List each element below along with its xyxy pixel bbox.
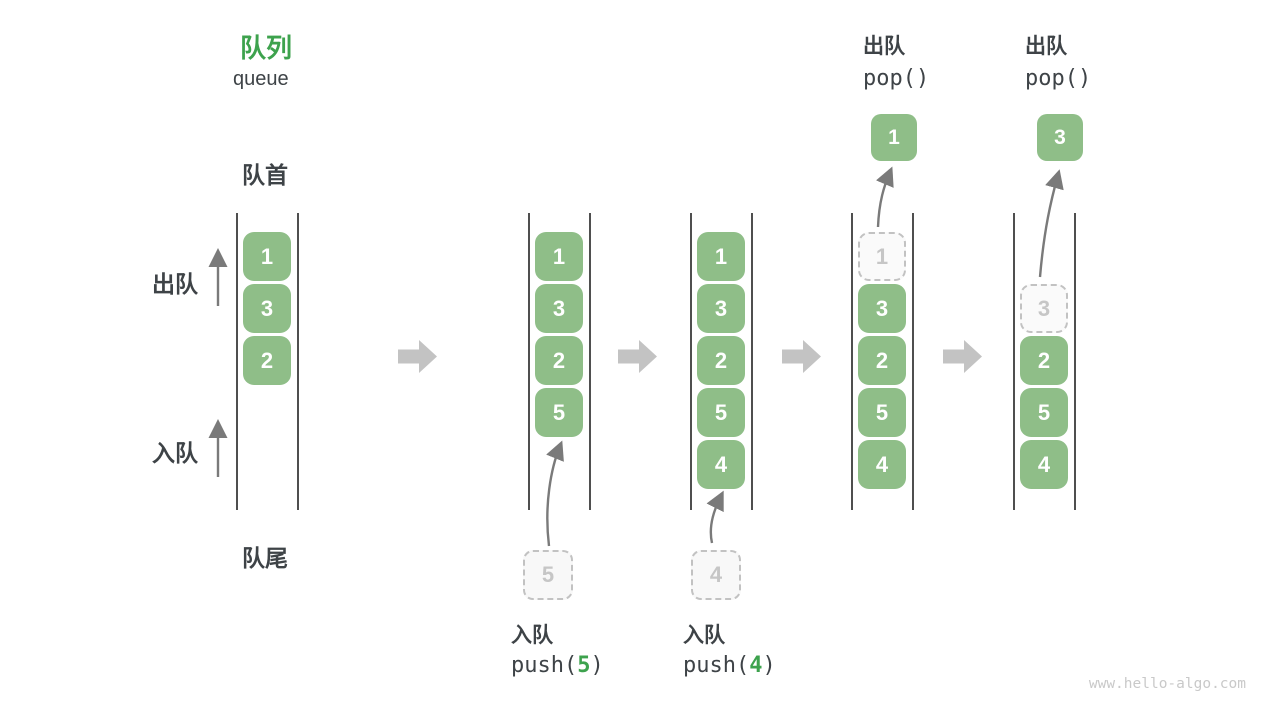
pop3-label: 出队 [1025, 35, 1067, 58]
queue-wall [236, 213, 238, 510]
label-queue-front: 队首 [242, 162, 288, 188]
queue-wall [297, 213, 299, 510]
queue-wall [912, 213, 914, 510]
right-arrow-icon [782, 340, 821, 373]
queue-item: 2 [243, 336, 291, 385]
queue-item: 1 [697, 232, 745, 281]
queue-item: 3 [858, 284, 906, 333]
pop1-code: pop() [863, 66, 930, 91]
queue-wall [851, 213, 853, 510]
queue-wall [589, 213, 591, 510]
queue-item: 4 [858, 440, 906, 489]
queue-item: 1 [243, 232, 291, 281]
queue-item: 4 [697, 440, 745, 489]
queue-wall [1074, 213, 1076, 510]
queue-item: 2 [1020, 336, 1068, 385]
push5-label: 入队 [511, 624, 553, 647]
label-dequeue-direction: 出队 [152, 271, 198, 297]
staged-item-push4: 4 [691, 550, 741, 600]
popped-item: 1 [871, 114, 917, 161]
queue-wall [528, 213, 530, 510]
queue-item: 3 [535, 284, 583, 333]
push4-code: push(4) [683, 653, 776, 678]
push4-arrow-icon [706, 490, 724, 544]
queue-item: 5 [858, 388, 906, 437]
push4-fn-open: push( [683, 653, 750, 678]
staged-item-push5: 5 [523, 550, 573, 600]
push5-arg: 5 [577, 653, 591, 678]
pop3-code: pop() [1025, 66, 1092, 91]
queue-item: 5 [1020, 388, 1068, 437]
right-arrow-icon [618, 340, 657, 373]
watermark: www.hello-algo.com [1088, 676, 1246, 692]
pop1-arrow-icon [875, 166, 894, 228]
right-arrow-icon [943, 340, 982, 373]
pop1-label: 出队 [863, 35, 905, 58]
diagram-title-zh: 队列 [240, 33, 293, 63]
queue-item: 1 [535, 232, 583, 281]
queue-item: 3 [243, 284, 291, 333]
push4-fn-close: ) [762, 653, 776, 678]
push5-code: push(5) [511, 653, 604, 678]
queue-wall [690, 213, 692, 510]
push4-arg: 4 [749, 653, 763, 678]
label-enqueue-direction: 入队 [152, 440, 198, 466]
queue-item: 5 [535, 388, 583, 437]
popped-item: 3 [1037, 114, 1083, 161]
push5-fn-open: push( [511, 653, 578, 678]
removed-slot: 3 [1020, 284, 1068, 333]
queue-item: 3 [697, 284, 745, 333]
push4-label: 入队 [683, 624, 725, 647]
queue-wall [1013, 213, 1015, 510]
queue-item: 2 [697, 336, 745, 385]
removed-slot: 1 [858, 232, 906, 281]
queue-item: 2 [535, 336, 583, 385]
queue-item: 2 [858, 336, 906, 385]
right-arrow-icon [398, 340, 437, 373]
push5-arrow-icon [546, 440, 564, 547]
queue-item: 5 [697, 388, 745, 437]
push5-fn-close: ) [590, 653, 604, 678]
pop3-arrow-icon [1038, 169, 1064, 278]
diagram-title-en: queue [233, 68, 289, 90]
queue-wall [751, 213, 753, 510]
label-queue-rear: 队尾 [242, 545, 288, 571]
queue-item: 4 [1020, 440, 1068, 489]
